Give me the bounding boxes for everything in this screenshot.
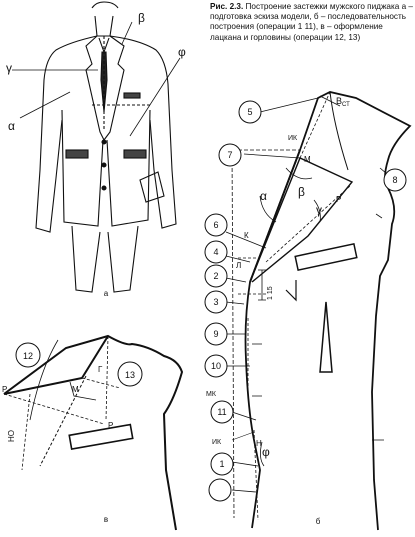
point-mk: МК xyxy=(206,391,217,398)
sketch-angle-phi: φ xyxy=(178,45,186,59)
sketch-pointer-lines xyxy=(12,21,181,137)
point-v: ВСТ xyxy=(336,96,350,108)
step-3: 3 xyxy=(213,297,218,307)
step-8: 8 xyxy=(392,175,397,185)
step-1: 1 xyxy=(219,459,224,469)
construction-angle-beta: β xyxy=(298,185,305,199)
point-m: М xyxy=(304,155,311,164)
detail-step-12: 12 xyxy=(23,351,33,361)
construction-angle-phi: φ xyxy=(262,445,270,459)
point-ik-top: ИК xyxy=(288,135,298,142)
point-v-main: В xyxy=(336,96,342,106)
figure-caption-text: Построение застежки мужского пиджака а –… xyxy=(210,2,413,42)
point-k: К xyxy=(244,231,249,240)
step-6: 6 xyxy=(213,220,218,230)
dimension-label: 1 15 xyxy=(267,286,274,300)
sketch-angle-alpha: α xyxy=(8,119,15,133)
jacket-sketch xyxy=(35,1,177,293)
point-v-sub: СТ xyxy=(342,102,350,108)
construction-label: б xyxy=(316,517,321,526)
point-l: Л xyxy=(236,261,241,270)
sketch-label: а xyxy=(104,289,109,298)
step-4: 4 xyxy=(213,247,218,257)
construction-angle-gamma: γ xyxy=(316,203,322,217)
point-n: Н xyxy=(256,439,262,448)
step-circle-13 xyxy=(117,361,143,387)
step-9: 9 xyxy=(213,329,218,339)
detail-point-g: Г xyxy=(98,365,103,374)
sketch-angle-gamma: γ xyxy=(6,61,12,75)
construction-leader-lines xyxy=(225,95,393,493)
construction-drawing xyxy=(231,91,412,531)
construction-step-circles xyxy=(204,100,407,502)
step-10: 10 xyxy=(211,361,221,371)
step-5: 5 xyxy=(247,107,252,117)
figure-number: Рис. 2.3. xyxy=(210,2,244,11)
sketch-angle-beta: β xyxy=(138,11,145,25)
detail-label: в xyxy=(104,515,108,524)
detail-step-13: 13 xyxy=(125,370,135,380)
step-circle-12 xyxy=(15,342,41,368)
detail-point-m: М xyxy=(72,385,79,394)
step-2: 2 xyxy=(213,271,218,281)
figure-caption: Рис. 2.3. Построение застежки мужского п… xyxy=(210,2,413,43)
step-11: 11 xyxy=(217,407,226,417)
lapel-detail xyxy=(3,334,184,531)
detail-point-p-right: Р xyxy=(108,421,113,430)
detail-line-no: НО xyxy=(7,430,16,442)
point-p: Р xyxy=(336,195,341,204)
detail-point-p-left: Р xyxy=(2,385,7,394)
point-ik-bottom: ИК xyxy=(212,439,222,446)
construction-angle-alpha: α xyxy=(260,189,267,203)
step-7: 7 xyxy=(227,150,232,160)
